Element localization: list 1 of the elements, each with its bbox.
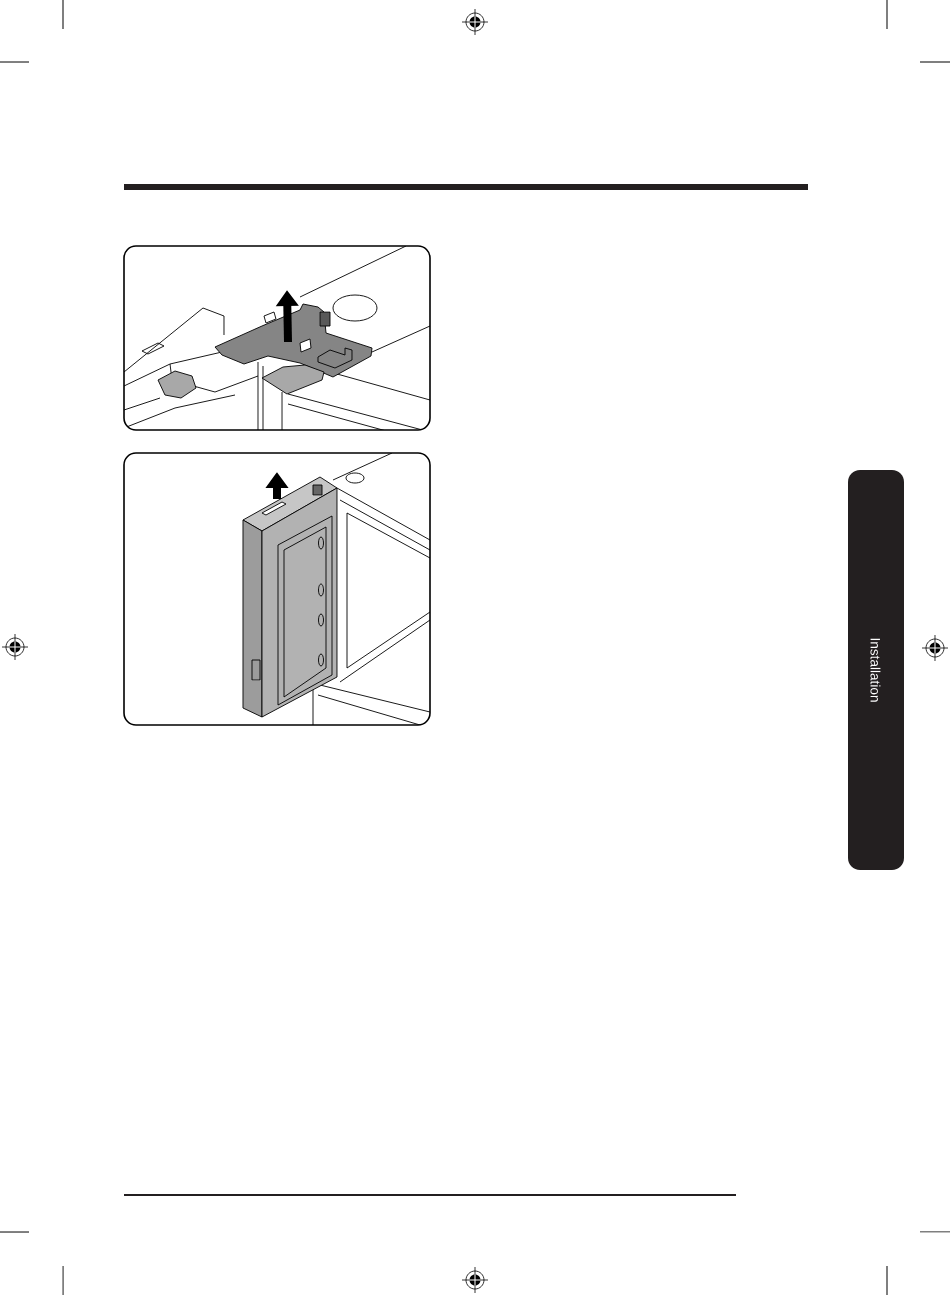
side-tab: Installation xyxy=(848,470,904,870)
